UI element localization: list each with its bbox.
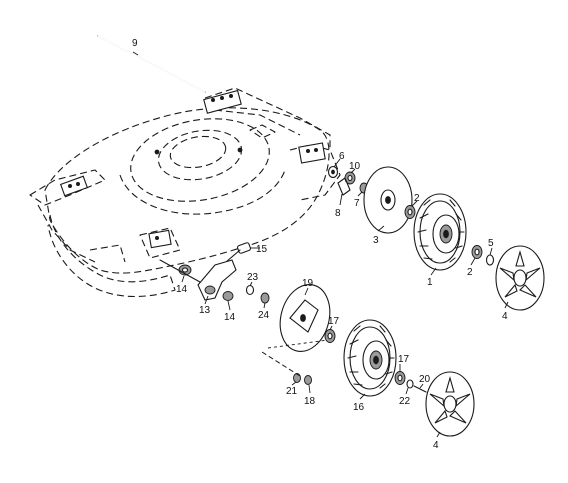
part-bearing-17-front-outer [394, 371, 406, 385]
part-rear-axle-rod [97, 35, 206, 93]
callout-20: 20 [419, 374, 431, 385]
part-nut-23 [245, 284, 255, 296]
part-nut-18 [304, 375, 312, 385]
callout-22: 22 [399, 396, 411, 407]
callout-4-lower: 4 [433, 440, 439, 451]
callout-labels: 9 15 6 10 7 8 3 2 1 2 5 4 14 13 14 23 24… [132, 38, 508, 451]
callout-21: 21 [286, 386, 298, 397]
mower-deck-outline [29, 87, 341, 298]
part-bearing-17-front-inner [324, 329, 336, 343]
callout-13: 13 [199, 305, 211, 316]
callout-17-inner: 17 [328, 316, 340, 327]
callout-2-lower: 2 [467, 267, 473, 278]
callout-9: 9 [132, 38, 138, 49]
part-bearing-2-lower [471, 245, 483, 259]
part-bolt-21 [293, 373, 301, 383]
part-hubcap-4-upper [495, 245, 545, 311]
callout-3: 3 [373, 235, 379, 246]
part-wheel-carrier-19 [267, 284, 331, 352]
callout-24: 24 [258, 310, 270, 321]
part-inner-hubcap-3 [363, 166, 413, 234]
callout-16: 16 [353, 402, 365, 413]
part-hubcap-4-lower [425, 371, 475, 437]
part-bearing-2-upper [404, 205, 416, 219]
callout-18: 18 [304, 396, 316, 407]
callout-5: 5 [488, 238, 494, 249]
callout-6: 6 [339, 151, 345, 162]
part-nut-24 [260, 292, 270, 304]
part-clip-8 [337, 177, 351, 196]
callout-17-outer: 17 [398, 354, 410, 365]
callout-4-upper: 4 [502, 311, 508, 322]
callout-1: 1 [427, 277, 433, 288]
leader-lines [132, 51, 509, 438]
callout-14-left: 14 [176, 284, 188, 295]
part-washer-6 [327, 165, 339, 179]
part-rear-wheel-1 [413, 193, 467, 271]
part-nut-10 [344, 171, 356, 185]
callout-2-upper: 2 [414, 193, 420, 204]
callout-14-right: 14 [224, 312, 236, 323]
callout-19: 19 [302, 278, 314, 289]
callout-8: 8 [335, 208, 341, 219]
part-screw-20 [413, 385, 427, 393]
part-washer-22 [406, 379, 414, 389]
callout-23: 23 [247, 272, 259, 283]
callout-7: 7 [354, 198, 360, 209]
part-front-wheel-16 [343, 319, 397, 397]
part-washer-5 [485, 254, 495, 266]
part-bushing-14-right [222, 291, 234, 301]
callout-10: 10 [349, 161, 361, 172]
callout-15: 15 [256, 244, 268, 255]
